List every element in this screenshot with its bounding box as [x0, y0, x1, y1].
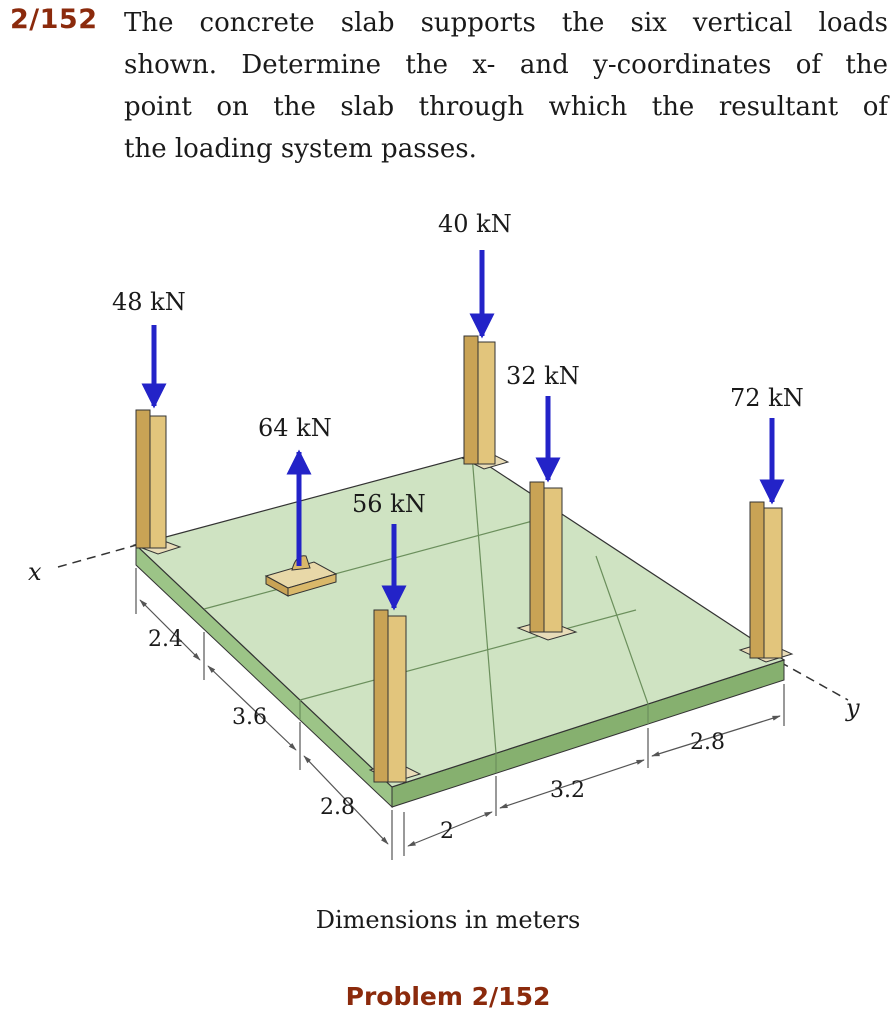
problem-line-4: the loading system passes.: [124, 134, 477, 164]
column-48: [132, 409, 182, 555]
problem-number: 2/152: [10, 4, 98, 35]
dim-2-4: 2.4: [148, 627, 183, 652]
x-axis-line: [57, 543, 141, 568]
dim-2-8-left: 2.8: [320, 795, 355, 820]
problem-line-1: The concrete slab supports the six verti…: [124, 8, 888, 38]
dimension-lines-front: [403, 684, 785, 856]
x-axis-label: x: [28, 558, 42, 586]
problem-line-2: shown. Determine the x- and y-coordinate…: [124, 50, 888, 80]
column-32: [516, 481, 578, 641]
problem-statement: The concrete slab supports the six verti…: [124, 2, 888, 170]
load-40-label: 40 kN: [438, 210, 512, 238]
slab-top-face: [134, 454, 786, 788]
slab-grid-line: [471, 454, 497, 754]
problem-footer: Problem 2/152: [345, 982, 551, 1011]
slab-grid-line: [203, 518, 541, 610]
load-32-label: 32 kN: [506, 362, 580, 390]
dimensions-caption: Dimensions in meters: [315, 906, 581, 934]
load-48-label: 48 kN: [112, 288, 186, 316]
concrete-slab: [134, 454, 786, 809]
problem-line-3: point on the slab through which the resu…: [124, 92, 888, 122]
column-40: [460, 335, 510, 470]
slab-grid-line: [595, 555, 649, 705]
column-56: [368, 609, 422, 783]
y-axis-line: [779, 661, 849, 701]
column-72: [738, 501, 794, 663]
slab-grid-line: [299, 609, 637, 701]
dimension-lines-left: [135, 568, 393, 860]
y-axis-label: y: [845, 694, 860, 722]
dim-3-6: 3.6: [232, 705, 267, 730]
load-64-label: 64 kN: [258, 414, 332, 442]
load-56-label: 56 kN: [352, 490, 426, 518]
dim-2-8-right: 2.8: [690, 730, 725, 755]
dim-3-2: 3.2: [550, 778, 585, 803]
slab-figure: x y: [28, 210, 860, 860]
load-72-label: 72 kN: [730, 384, 804, 412]
dim-2: 2: [440, 819, 454, 844]
